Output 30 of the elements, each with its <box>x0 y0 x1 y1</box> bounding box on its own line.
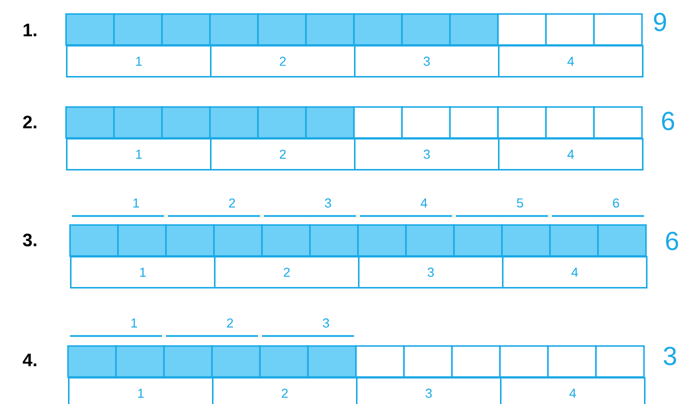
group-cell: 4 <box>502 256 648 288</box>
answer-number: 6 <box>662 112 674 130</box>
group-cell: 2 <box>210 45 356 78</box>
question-number: 1. <box>24 24 36 36</box>
group-number: 5 <box>516 198 524 208</box>
answer-number: 6 <box>666 232 678 250</box>
group-cell: 4 <box>500 377 646 404</box>
group-cell: 1 <box>70 256 216 288</box>
group-number: 6 <box>613 198 620 208</box>
group-number: 1 <box>131 318 137 328</box>
group-cell: 1 <box>66 45 212 78</box>
group-number: 2 <box>229 198 235 208</box>
group-cell: 3 <box>358 256 504 288</box>
group-number: 3 <box>324 198 332 208</box>
group-cell: 1 <box>66 138 212 170</box>
question-number: 4. <box>22 354 36 366</box>
group-number: 2 <box>227 318 233 328</box>
group-cell: 1 <box>68 377 214 404</box>
answer-number: 3 <box>664 346 676 366</box>
group-cell: 2 <box>210 138 356 170</box>
answer-number: 9 <box>654 12 666 32</box>
group-cell: 2 <box>212 377 358 404</box>
question-number: 2. <box>23 116 36 128</box>
group-number: 4 <box>420 198 428 208</box>
group-cell: 3 <box>356 377 502 404</box>
group-cell: 3 <box>354 45 500 78</box>
group-number: 3 <box>322 318 330 328</box>
question-number: 3. <box>22 234 36 246</box>
group-number: 1 <box>133 198 139 208</box>
group-cell: 2 <box>214 256 360 288</box>
